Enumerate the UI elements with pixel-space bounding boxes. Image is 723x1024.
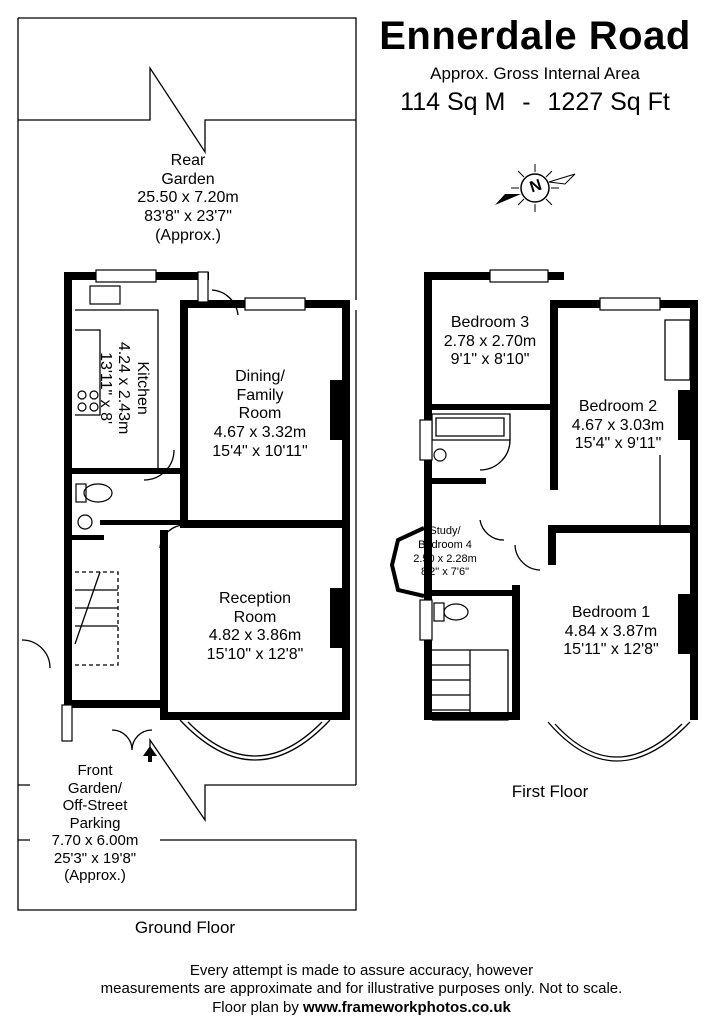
front-garden-name3: Off-Street xyxy=(62,797,128,815)
room-study: Study/ Bedroom 4 2.50 x 2.28m 8'2" x 7'6… xyxy=(398,525,492,580)
first-floor-label: First Floor xyxy=(511,782,589,801)
room-reception: Reception Room 4.82 x 3.86m 15'10" x 12'… xyxy=(180,590,330,665)
study-name2: Bedroom 4 xyxy=(418,538,472,551)
dining-name1: Dining/ xyxy=(235,368,285,385)
entrance-arrow-icon xyxy=(143,746,157,768)
room-bedroom1: Bedroom 1 4.84 x 3.87m 15'11" x 12'8" xyxy=(546,604,676,660)
bedroom3-name: Bedroom 3 xyxy=(450,314,530,331)
rear-garden-note: (Approx.) xyxy=(155,226,221,244)
bedroom1-bay xyxy=(547,721,691,762)
room-kitchen: Kitchen 4.24 x 2.43m 13'11" x 8' xyxy=(95,323,151,453)
porch-door-arc xyxy=(21,639,51,669)
bedroom2-imperial: 15'4" x 9'11" xyxy=(574,435,662,453)
rear-garden-name2: Garden xyxy=(161,170,215,188)
front-garden-name1: Front xyxy=(77,762,113,779)
rear-garden-boundary xyxy=(17,17,357,840)
bedroom1-name: Bedroom 1 xyxy=(571,604,651,621)
front-garden-boundary xyxy=(17,740,357,911)
credit-url: www.frameworkphotos.co.uk xyxy=(303,998,511,1016)
rear-garden-metric: 25.50 x 7.20m xyxy=(137,189,239,207)
bedroom3-metric: 2.78 x 2.70m xyxy=(443,332,537,350)
kitchen-name: Kitchen xyxy=(134,361,152,415)
kitchen-metric: 4.24 x 2.43m xyxy=(115,341,133,435)
front-garden-note: (Approx.) xyxy=(64,867,126,885)
reception-name2: Room xyxy=(233,608,277,626)
gross-area: 114 Sq M - 1227 Sq Ft xyxy=(360,88,710,117)
disclaimer-line2: measurements are approximate and for ill… xyxy=(100,980,623,998)
front-garden-metric: 7.70 x 6.00m xyxy=(51,832,139,850)
area-metric: 114 Sq M xyxy=(400,88,506,116)
ground-floor-label: Ground Floor xyxy=(134,918,236,937)
kitchen-imperial: 13'11" x 8' xyxy=(96,352,114,425)
reception-imperial: 15'10" x 12'8" xyxy=(206,646,304,664)
rear-garden-name1: Rear xyxy=(170,152,206,169)
bedroom3-imperial: 9'1" x 8'10" xyxy=(450,351,530,369)
page-title: Ennerdale Road xyxy=(379,14,691,58)
area-imperial: 1227 Sq Ft xyxy=(547,88,670,116)
front-garden-name2: Garden/ xyxy=(67,779,123,797)
study-name1: Study/ xyxy=(429,525,461,537)
dining-name3: Room xyxy=(238,405,282,423)
room-front-garden: Front Garden/ Off-Street Parking 7.70 x … xyxy=(30,762,160,885)
disclaimer: Every attempt is made to assure accuracy… xyxy=(0,962,723,1017)
dining-metric: 4.67 x 3.32m xyxy=(213,424,307,442)
study-metric: 2.50 x 2.28m xyxy=(413,552,477,565)
dining-name2: Family xyxy=(236,386,284,404)
area-subtitle: Approx. Gross Internal Area xyxy=(430,64,640,83)
room-bedroom2: Bedroom 2 4.67 x 3.03m 15'4" x 9'11" xyxy=(558,398,678,454)
bedroom1-metric: 4.84 x 3.87m xyxy=(564,622,658,640)
reception-bay xyxy=(179,719,331,761)
disclaimer-line1: Every attempt is made to assure accuracy… xyxy=(189,962,534,979)
credit-line: Floor plan by www.frameworkphotos.co.uk xyxy=(0,999,723,1017)
dining-imperial: 15'4" x 10'11" xyxy=(212,442,308,460)
area-separator: - xyxy=(522,88,531,116)
reception-metric: 4.82 x 3.86m xyxy=(208,627,302,645)
room-rear-garden: Rear Garden 25.50 x 7.20m 83'8" x 23'7" … xyxy=(108,152,268,246)
stairs-lines xyxy=(74,571,118,645)
bedroom1-imperial: 15'11" x 12'8" xyxy=(563,641,659,659)
bedroom2-metric: 4.67 x 3.03m xyxy=(571,416,665,434)
front-garden-name4: Parking xyxy=(69,814,121,832)
rear-garden-imperial: 83'8" x 23'7" xyxy=(144,208,232,226)
garden-break-top xyxy=(18,65,356,155)
stairs-dashed xyxy=(75,571,119,666)
reception-name1: Reception xyxy=(218,590,292,607)
credit-prefix: Floor plan by xyxy=(212,998,299,1016)
bedroom2-name: Bedroom 2 xyxy=(578,398,658,415)
study-imperial: 8'2" x 7'6" xyxy=(420,566,470,579)
room-dining: Dining/ Family Room 4.67 x 3.32m 15'4" x… xyxy=(190,368,330,462)
compass-icon xyxy=(495,164,576,212)
front-garden-imperial: 25'3" x 19'8" xyxy=(53,849,137,867)
room-bedroom3: Bedroom 3 2.78 x 2.70m 9'1" x 8'10" xyxy=(432,314,548,370)
